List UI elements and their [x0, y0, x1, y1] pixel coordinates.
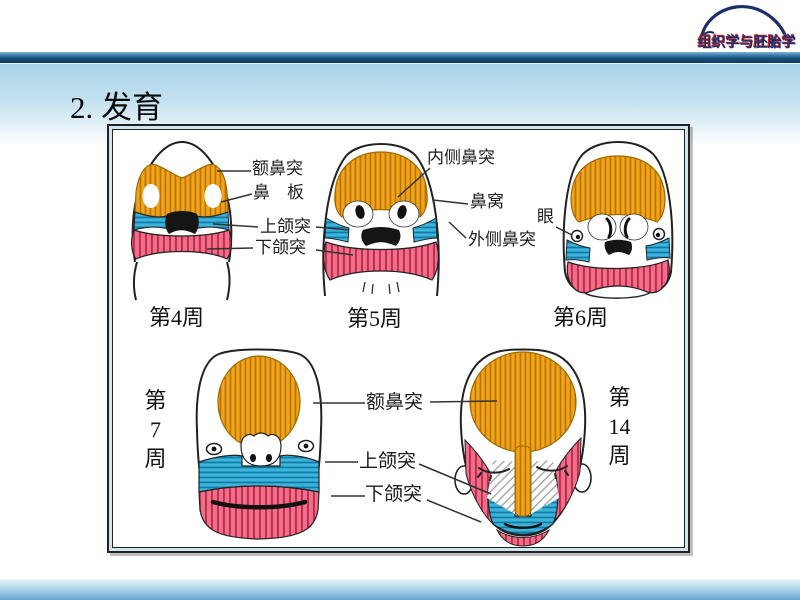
- footer-gradient-bar: [0, 579, 800, 600]
- caption-week7: 第7周: [144, 388, 167, 471]
- logo-arc-icon: [700, 5, 788, 38]
- caption-week14: 第14周: [608, 385, 631, 468]
- week4-embryo: [130, 140, 233, 301]
- week6-embryo: [562, 141, 674, 299]
- embryo-face-development-diagram: [130, 140, 674, 547]
- label-frontonasal-week4: 额鼻突: [252, 159, 303, 178]
- week14-face: [454, 348, 592, 547]
- week5-embryo: [322, 143, 440, 297]
- label-mandibular-row2: 下颌突: [365, 484, 423, 505]
- page-title: 2. 发育: [70, 90, 163, 125]
- label-nasal-placode-week4: 鼻 板: [253, 183, 304, 202]
- label-frontonasal-row2: 额鼻突: [366, 392, 424, 413]
- label-mandibular-week4: 下颌突: [255, 238, 306, 257]
- header-area: [0, 0, 800, 53]
- week7-face: [195, 348, 323, 540]
- label-eye-week6: 眼: [537, 207, 554, 226]
- label-nasal-pit-week5: 鼻窝: [470, 192, 504, 211]
- header-navy-bar: [0, 52, 800, 63]
- logo-text: 组织学与胚胎学: [698, 36, 796, 51]
- figure-frame: 额鼻突 鼻 板 上颌突 下颌突 内侧鼻突 鼻窝 外侧鼻突 眼 第4周 第5周 第…: [107, 124, 690, 553]
- figure-canvas: 额鼻突 鼻 板 上颌突 下颌突 内侧鼻突 鼻窝 外侧鼻突 眼 第4周 第5周 第…: [112, 129, 685, 548]
- caption-week4: 第4周: [149, 305, 205, 330]
- caption-week6: 第6周: [553, 305, 609, 330]
- label-medial-nasal-week5: 内侧鼻突: [427, 148, 495, 167]
- label-lateral-nasal-week5: 外侧鼻突: [468, 230, 536, 249]
- label-leader-lines: [206, 167, 573, 523]
- caption-week5: 第5周: [347, 306, 403, 331]
- logo: 组织学与胚胎学: [690, 2, 798, 52]
- label-maxillary-row2: 上颌突: [359, 451, 417, 472]
- label-maxillary-week4: 上颌突: [260, 217, 311, 236]
